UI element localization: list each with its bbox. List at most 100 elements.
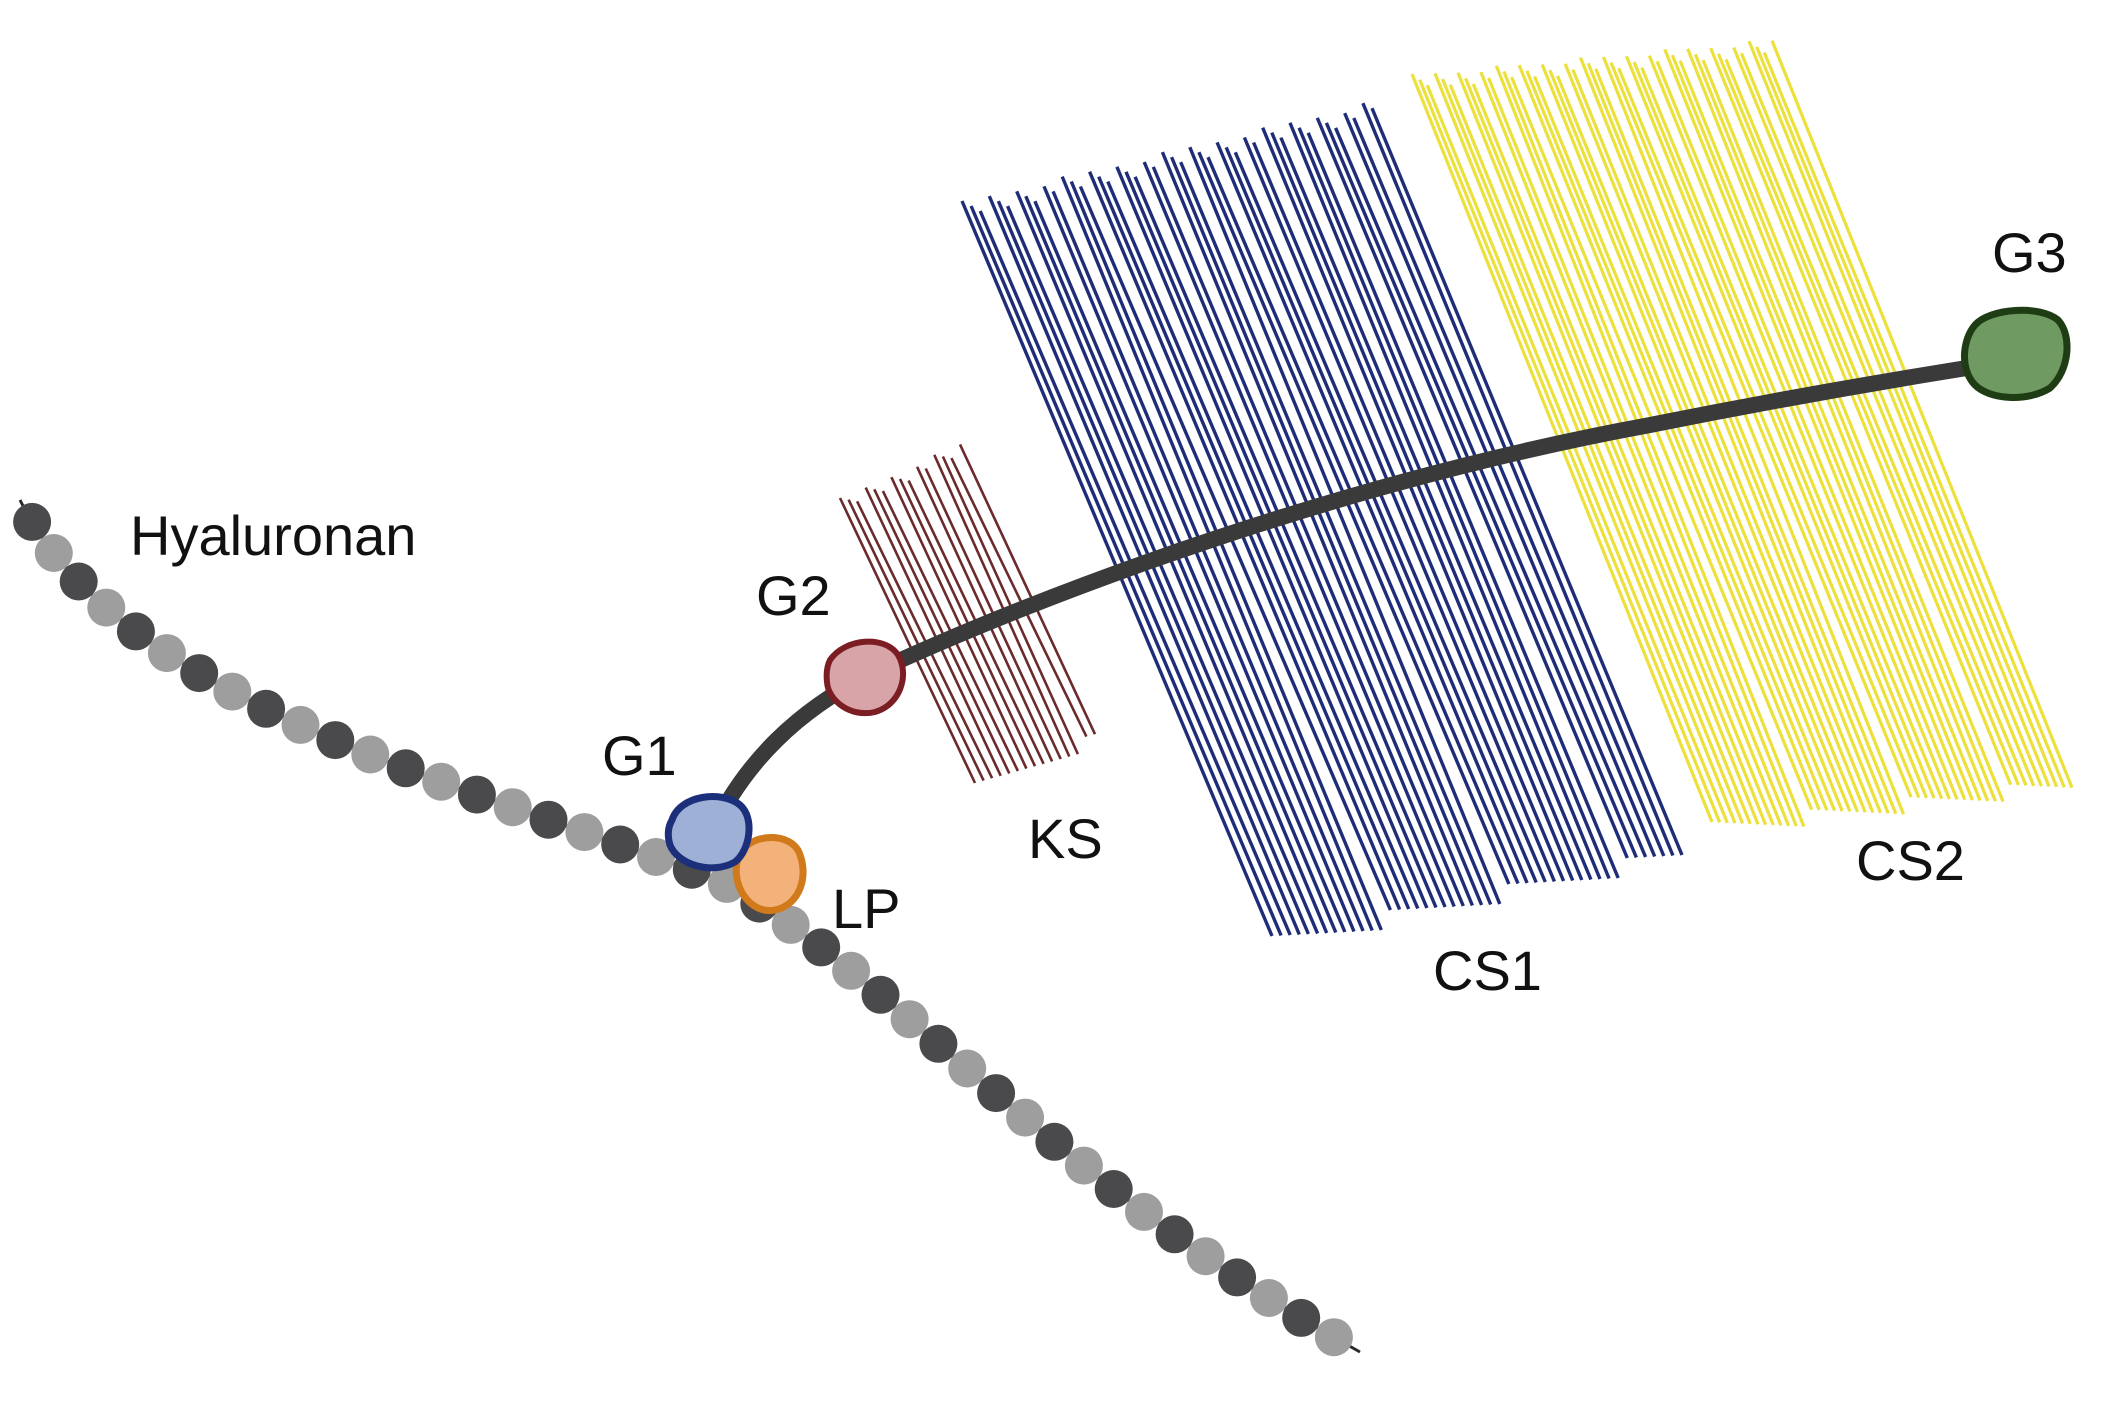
cs1-chain <box>1297 127 1611 880</box>
hyaluronan-bead <box>351 735 390 774</box>
hyaluronan-bead <box>1064 1146 1103 1185</box>
cs1-chain <box>1261 127 1575 882</box>
hyaluronan-bead <box>977 1074 1016 1113</box>
hyaluronan-bead <box>1249 1279 1288 1317</box>
ks-chain <box>958 443 1097 735</box>
hyaluronan-bead <box>565 813 604 852</box>
hyaluronan-bead <box>34 534 73 572</box>
cs2-chain <box>1433 72 1737 824</box>
cs2-chain <box>1487 77 1791 827</box>
cs1-chain <box>1160 151 1474 907</box>
cs1-chain <box>1334 127 1648 858</box>
hyaluronan-bead <box>316 721 355 760</box>
hyaluronan-bead <box>802 928 841 967</box>
cs1-chain <box>1270 131 1584 881</box>
hyaluronan-bead <box>87 588 126 627</box>
cs2-chain <box>1464 77 1768 826</box>
hyaluronan-bead <box>1125 1192 1163 1231</box>
ks-label: KS <box>1028 807 1103 870</box>
hyaluronan-bead <box>771 905 810 944</box>
cs2-chain <box>1678 60 1982 802</box>
hyaluronan-bead <box>1218 1258 1257 1297</box>
cs1-chain <box>1006 205 1320 935</box>
cs2-chain <box>1762 51 2066 788</box>
hyaluronan-bead <box>601 825 640 864</box>
cs2-chain <box>1556 75 1859 813</box>
hyaluronan-bead <box>147 634 186 673</box>
cs2-chain <box>1755 46 2059 788</box>
ks-chain <box>864 487 1002 777</box>
hyaluronan-bead <box>919 1024 958 1063</box>
ks-chain <box>890 476 1028 770</box>
cs2-chains <box>1410 40 2074 828</box>
cs2-chain <box>1724 58 2028 787</box>
cs1-chain <box>1078 185 1392 911</box>
cs2-chain <box>1471 83 1775 826</box>
cs1-chain <box>1361 102 1675 857</box>
g1-label: G1 <box>602 724 677 787</box>
cs2-chain <box>1571 69 1875 814</box>
cs2-chain <box>1563 63 1867 813</box>
cs2-chain <box>1670 54 1974 801</box>
cs2-chain <box>1647 55 1951 800</box>
cs2-chain <box>1441 78 1745 825</box>
ks-chain <box>873 488 1011 774</box>
cs2-chain <box>1602 56 1905 815</box>
ks-chain <box>950 457 1088 738</box>
cs1-chain <box>1179 161 1493 906</box>
cs2-chain <box>1502 70 1806 828</box>
cs1-chain <box>1170 156 1484 906</box>
cs2-chain <box>1494 65 1798 827</box>
cs2-chain <box>1663 48 1967 801</box>
cs2-chain <box>1418 79 1722 823</box>
cs2-chain <box>1709 47 2013 786</box>
cs2-chain <box>1510 76 1814 811</box>
cs1-chain <box>1015 190 1329 934</box>
cs1-chain <box>1133 176 1447 908</box>
cs1-chain <box>1033 200 1347 933</box>
cs2-chain <box>1617 67 1921 799</box>
g1-domain <box>664 793 753 872</box>
cs1-chain <box>1352 117 1666 857</box>
cs2-chain <box>1579 57 1882 814</box>
hyaluronan-bead <box>457 775 496 814</box>
cs2-chain <box>1625 55 1928 799</box>
cs2-chain <box>1586 62 1890 814</box>
hyaluronan-bead <box>281 705 320 744</box>
cs2-chain <box>1701 59 2005 803</box>
hyaluronan-bead <box>637 838 675 876</box>
cs1-chain <box>1288 122 1602 880</box>
cs2-chain <box>1448 84 1752 825</box>
cs2-chain <box>1693 53 1997 802</box>
hyaluronan-bead <box>861 975 900 1014</box>
cs1-chain <box>1343 112 1657 858</box>
g3-domain <box>1961 306 2071 401</box>
cs2-chain <box>1716 53 2020 786</box>
cs2-chain <box>1686 48 1990 802</box>
cs1-chain <box>1115 166 1429 909</box>
hyaluronan-bead <box>529 800 568 839</box>
ks-chains <box>838 443 1097 784</box>
cs2-chain <box>1517 64 1821 811</box>
link-protein <box>732 834 807 914</box>
cs1-chain <box>1024 195 1338 934</box>
cs1-chain <box>1242 136 1556 883</box>
cs1-chain <box>1324 122 1638 859</box>
cs2-chain <box>1456 72 1760 825</box>
hyaluronan-bead <box>180 654 219 693</box>
cs2-chain <box>1525 70 1829 811</box>
cs1-chain <box>1151 166 1465 907</box>
cs1-chain <box>1206 156 1520 885</box>
hyaluronan-bead <box>1282 1298 1321 1337</box>
hyaluronan-bead <box>116 612 155 651</box>
cs1-chain <box>1315 117 1629 859</box>
cs1-chain <box>1306 132 1620 879</box>
hyaluronan-bead <box>1094 1170 1133 1208</box>
ks-chain <box>838 497 977 784</box>
hyaluronan-bead <box>13 502 52 541</box>
cs2-chain <box>1655 60 1959 801</box>
cs1-chain <box>1233 151 1547 883</box>
cs2-chain <box>1739 52 2043 787</box>
